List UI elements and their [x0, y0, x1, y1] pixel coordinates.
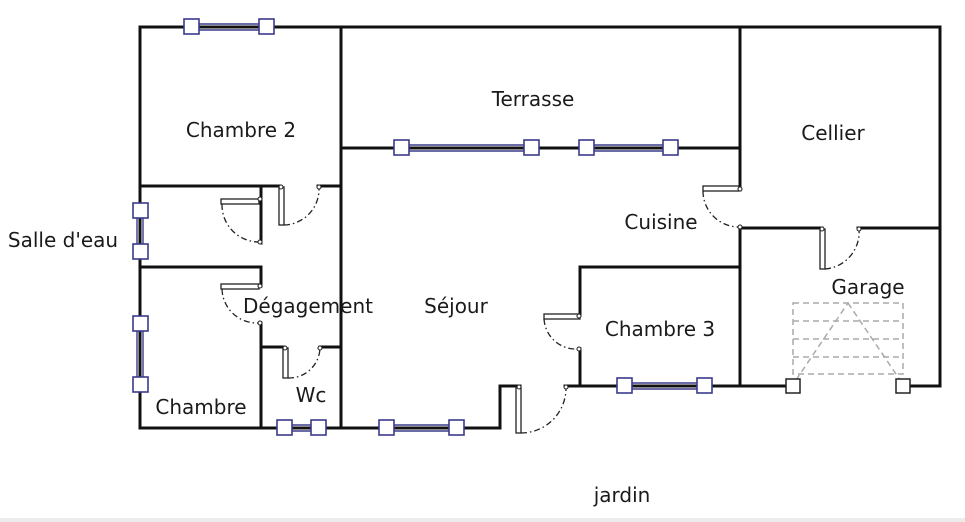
stairs: [792, 302, 904, 381]
door-garage: [819, 226, 862, 270]
windows: [132, 18, 713, 436]
door-chambre: [220, 283, 263, 326]
window-chambre: [132, 315, 149, 393]
window-salle-deau: [132, 202, 149, 260]
label-sejour: Séjour: [424, 294, 488, 318]
label-cuisine: Cuisine: [624, 210, 697, 234]
window-chambre3: [616, 377, 713, 394]
label-degagement: Dégagement: [243, 294, 373, 318]
bottom-bar: [0, 518, 965, 522]
room-labels: Chambre 2 Terrasse Cellier Salle d'eau C…: [8, 87, 905, 507]
label-chambre3: Chambre 3: [605, 317, 715, 341]
window-chambre2: [183, 18, 275, 35]
label-cellier: Cellier: [801, 121, 865, 145]
label-salle-deau: Salle d'eau: [8, 228, 118, 252]
label-chambre: Chambre: [155, 395, 246, 419]
label-wc: Wc: [296, 383, 327, 407]
doors: [220, 184, 862, 434]
label-jardin: jardin: [593, 483, 651, 507]
door-entree-jardin: [515, 384, 569, 434]
outer-wall-right: [903, 25, 942, 388]
door-salle-deau: [220, 196, 263, 245]
label-garage: Garage: [831, 275, 904, 299]
window-terrasse-right: [578, 139, 679, 156]
garage-pillar-right: [895, 378, 911, 394]
walls: [138, 25, 942, 430]
door-chambre3: [543, 313, 582, 352]
window-terrasse-left: [393, 139, 540, 156]
window-wc: [276, 419, 327, 436]
door-chambre2: [278, 184, 322, 226]
door-wc: [282, 345, 323, 379]
label-chambre2: Chambre 2: [186, 118, 296, 142]
garage-pillar-left: [785, 378, 801, 394]
label-terrasse: Terrasse: [491, 87, 575, 111]
door-cuisine: [702, 185, 743, 230]
window-sejour: [378, 419, 465, 436]
